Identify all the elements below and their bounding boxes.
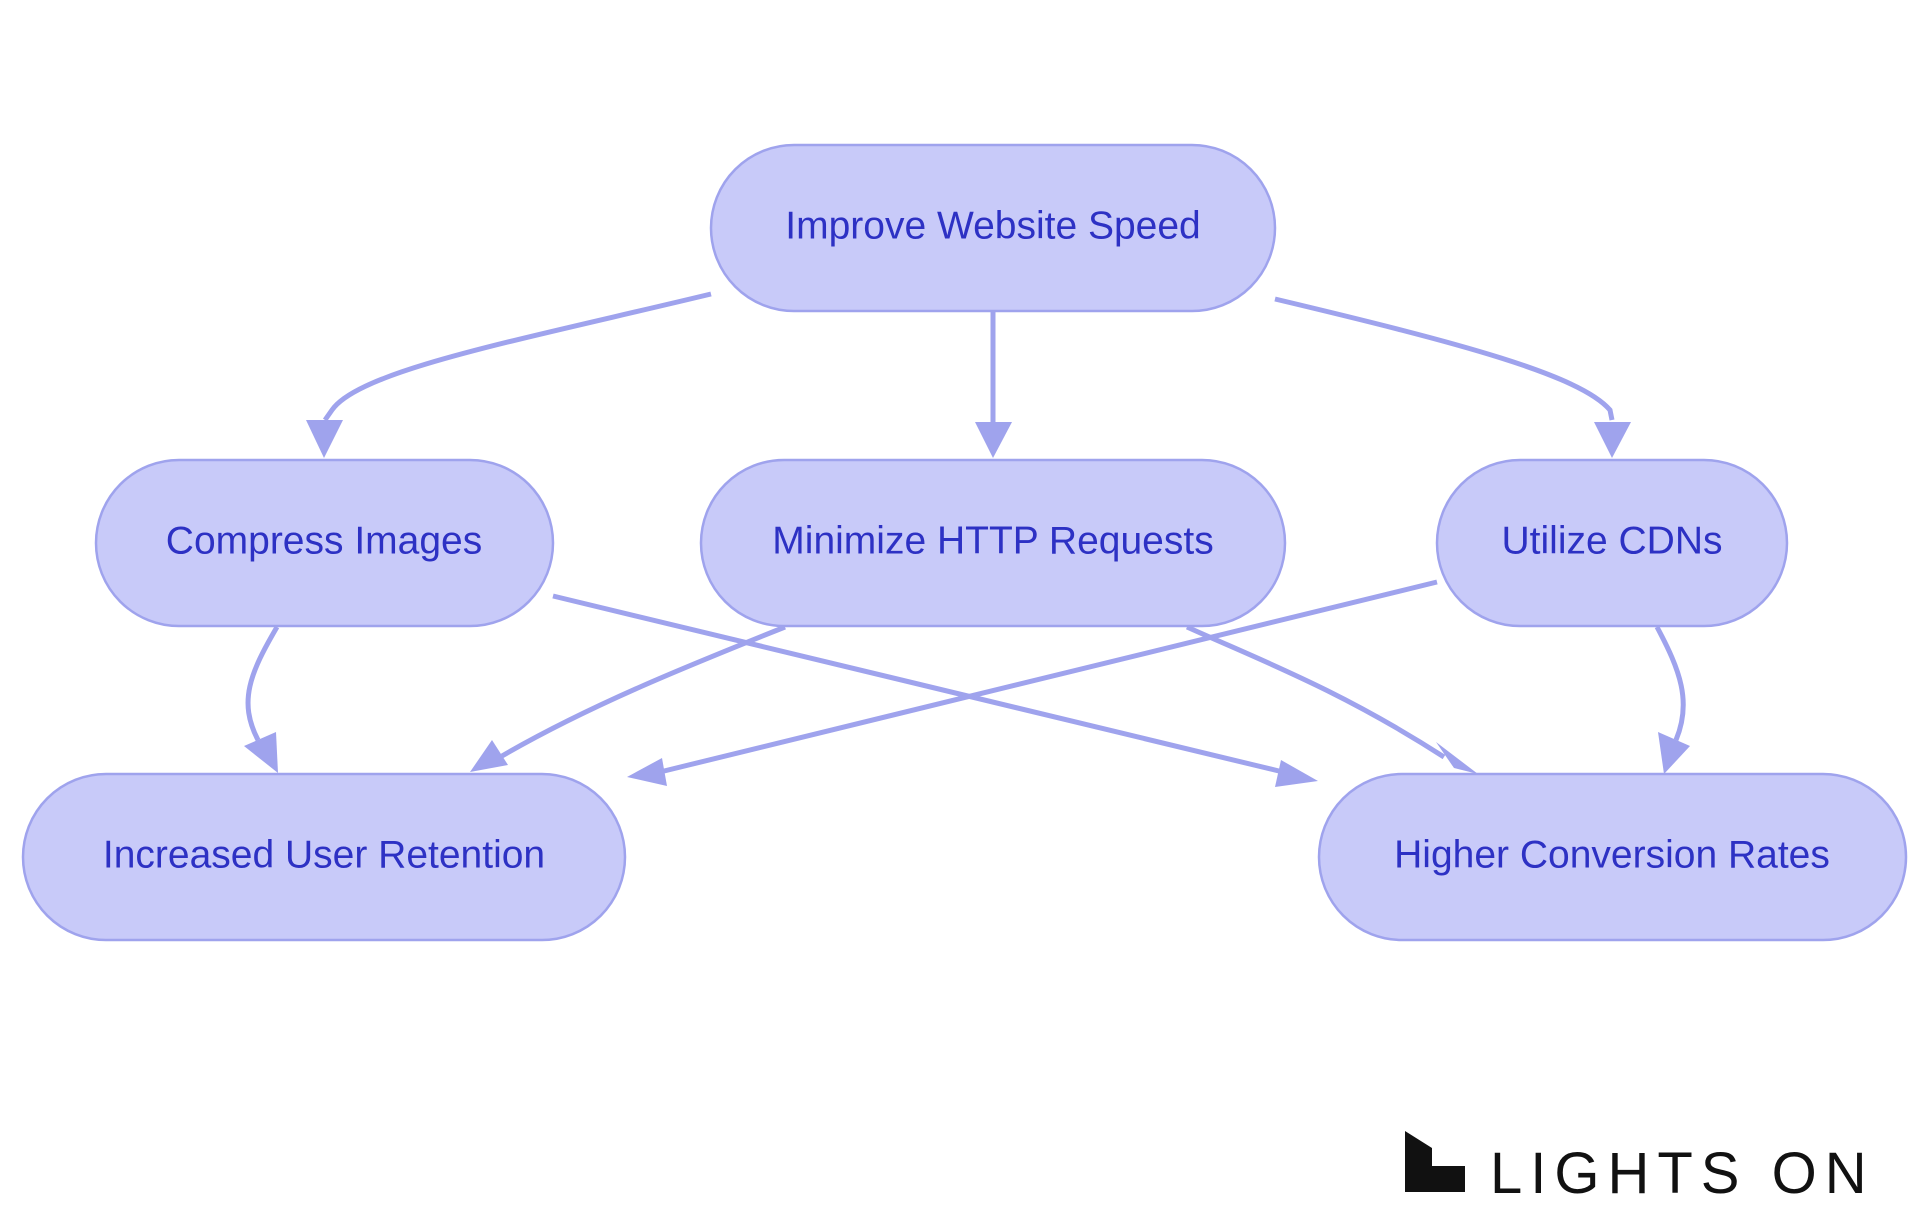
edge-compress-images-to-user-retention: [245, 625, 280, 742]
arrowhead-cdns-to-retention: [627, 758, 667, 786]
edge-compress-images-to-conversion-rates: [552, 593, 1284, 775]
node-utilize-cdns[interactable]: Utilize CDNs: [1435, 458, 1789, 628]
edge-minimize-http-to-user-retention: [500, 624, 786, 759]
node-shape: [699, 458, 1287, 628]
node-shape: [1435, 458, 1789, 628]
node-shape: [709, 143, 1277, 313]
node-shape: [21, 772, 627, 942]
arrowhead-compress-to-conversion: [1275, 760, 1318, 787]
edge-improve-speed-to-utilize-cdns: [1274, 296, 1615, 421]
edge-minimize-http-to-conversion-rates: [1185, 624, 1446, 760]
node-higher-conversion-rates[interactable]: Higher Conversion Rates: [1317, 772, 1908, 942]
node-compress-images[interactable]: Compress Images: [94, 458, 555, 628]
node-increased-user-retention[interactable]: Increased User Retention: [21, 772, 627, 942]
lights-on-logo-mark-icon: [1405, 1131, 1465, 1192]
arrowhead-minimize-http: [975, 422, 1012, 458]
edge-utilize-cdns-to-conversion-rates: [1654, 625, 1686, 741]
node-shape: [1317, 772, 1908, 942]
arrowhead-cdns-to-conversion: [1658, 732, 1690, 774]
node-label: Compress Images: [166, 519, 482, 562]
arrowhead-minimize-to-retention: [470, 740, 508, 772]
node-label: Minimize HTTP Requests: [772, 519, 1213, 562]
arrowhead-utilize-cdns: [1594, 422, 1631, 458]
lights-on-logo: LIGHTS ON: [1405, 1131, 1875, 1206]
node-improve-website-speed[interactable]: Improve Website Speed: [709, 143, 1277, 313]
logo-text: LIGHTS ON: [1490, 1141, 1875, 1206]
edge-utilize-cdns-to-user-retention: [659, 579, 1438, 775]
arrowhead-minimize-to-conversion: [1436, 742, 1478, 774]
edge-improve-speed-to-compress-images: [322, 291, 712, 422]
node-label: Improve Website Speed: [785, 204, 1201, 247]
node-label: Higher Conversion Rates: [1394, 833, 1830, 876]
node-minimize-http-requests[interactable]: Minimize HTTP Requests: [699, 458, 1287, 628]
arrowhead-compress-images: [306, 420, 343, 458]
node-label: Increased User Retention: [103, 833, 545, 876]
edges: [244, 291, 1690, 787]
node-shape: [94, 458, 555, 628]
node-label: Utilize CDNs: [1501, 519, 1722, 562]
arrowhead-compress-to-retention: [244, 732, 278, 773]
